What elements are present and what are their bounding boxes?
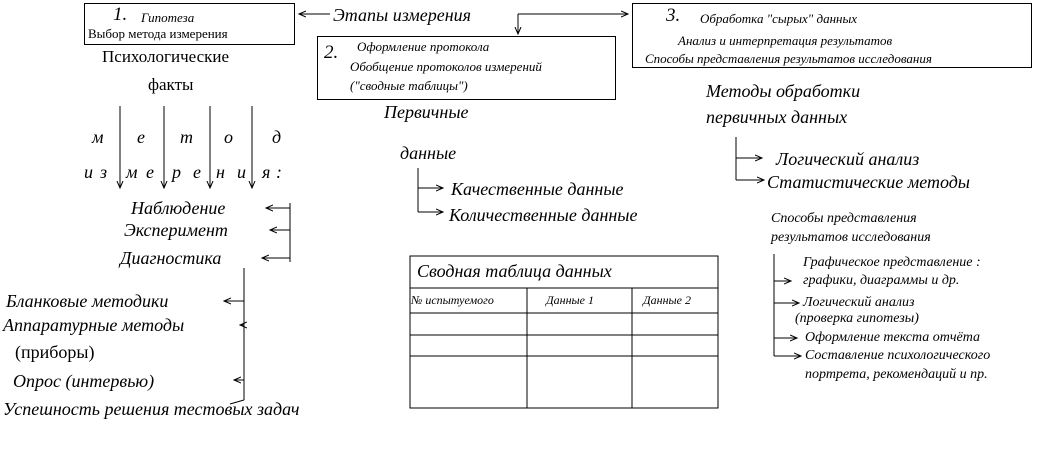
pres-portrait-line1: Составление психологического [805,348,991,363]
letter-o: о [224,127,233,147]
stage1-box [84,3,295,45]
processing-logical: Логический анализ [776,149,920,169]
table-header-data1: Данные 1 [546,293,594,307]
stage2-generalization: Обобщение протоколов измерений [350,59,542,74]
stage3-presentation: Способы представления результатов исслед… [645,51,932,66]
letter-z: з [100,162,108,182]
pres-report-text: Оформление текста отчёта [805,330,981,345]
letter-d: д [272,127,282,147]
letter-e2: е [146,162,154,182]
stage1-hypothesis: Гипотеза [141,10,195,25]
method-experiment: Эксперимент [124,220,228,240]
stage2-number: 2. [324,42,339,63]
pres-graphic-line2: графики, диаграммы и др. [803,273,960,288]
pres-portrait-line2: портрета, рекомендаций и пр. [805,367,988,382]
diag-hardware-methods: Аппаратурные методы [3,315,185,335]
diag-test-tasks: Успешность решения тестовых задач [3,399,300,419]
method-observation: Наблюдение [131,198,226,218]
primary-data-line2: данные [400,143,457,163]
pres-graphic-line1: Графическое представление : [803,255,981,270]
stage3-analysis: Анализ и интерпретация результатов [678,33,893,48]
table-header-subject-no: № испытуемого [411,293,494,307]
pres-logical-line1: Логический анализ [803,295,915,310]
pres-logical-line2: (проверка гипотезы) [795,311,919,326]
stage3-box [632,3,1032,68]
table-title: Сводная таблица данных [417,261,612,281]
method-diagnostics: Диагностика [120,248,222,268]
letter-i2: и [237,162,246,182]
quantitative-data: Количественные данные [449,205,638,225]
letter-e3: е [193,162,201,182]
letter-i1: и [84,162,93,182]
letter-n: н [216,162,225,182]
letter-e: е [137,127,145,147]
psych-facts-line2: факты [148,75,194,94]
letter-ya: я [262,162,271,182]
letter-r: р [172,162,181,182]
diag-devices: (приборы) [15,342,95,362]
qualitative-data: Качественные данные [451,179,624,199]
stage3-number: 3. [666,5,681,26]
letter-m: м [92,127,104,147]
stage2-box [317,36,616,100]
presentation-line2: результатов исследования [771,230,931,245]
stages-title: Этапы измерения [333,5,472,25]
stage2-summary-tables: ("сводные таблицы") [350,78,468,93]
stage1-method-choice: Выбор метода измерения [88,26,228,41]
processing-statistical: Статистические методы [767,172,971,192]
diag-survey: Опрос (интервью) [13,371,155,391]
processing-line2: первичных данных [706,107,848,127]
psych-facts-line1: Психологические [102,47,230,66]
presentation-line1: Способы представления [771,211,917,226]
diag-arrow-4 [229,399,245,405]
table-header-data2: Данные 2 [643,293,691,307]
primary-data-line1: Первичные [384,102,469,122]
letter-t: т [180,127,193,147]
stage1-number: 1. [113,4,128,25]
letter-m2: м [126,162,138,182]
stage3-raw-data: Обработка "сырых" данных [700,11,858,26]
letter-colon: : [276,162,282,182]
diag-blank-methods: Бланковые методики [6,291,169,311]
processing-line1: Методы обработки [706,81,861,101]
table-frame [409,255,719,409]
stage2-protocol: Оформление протокола [357,39,490,54]
